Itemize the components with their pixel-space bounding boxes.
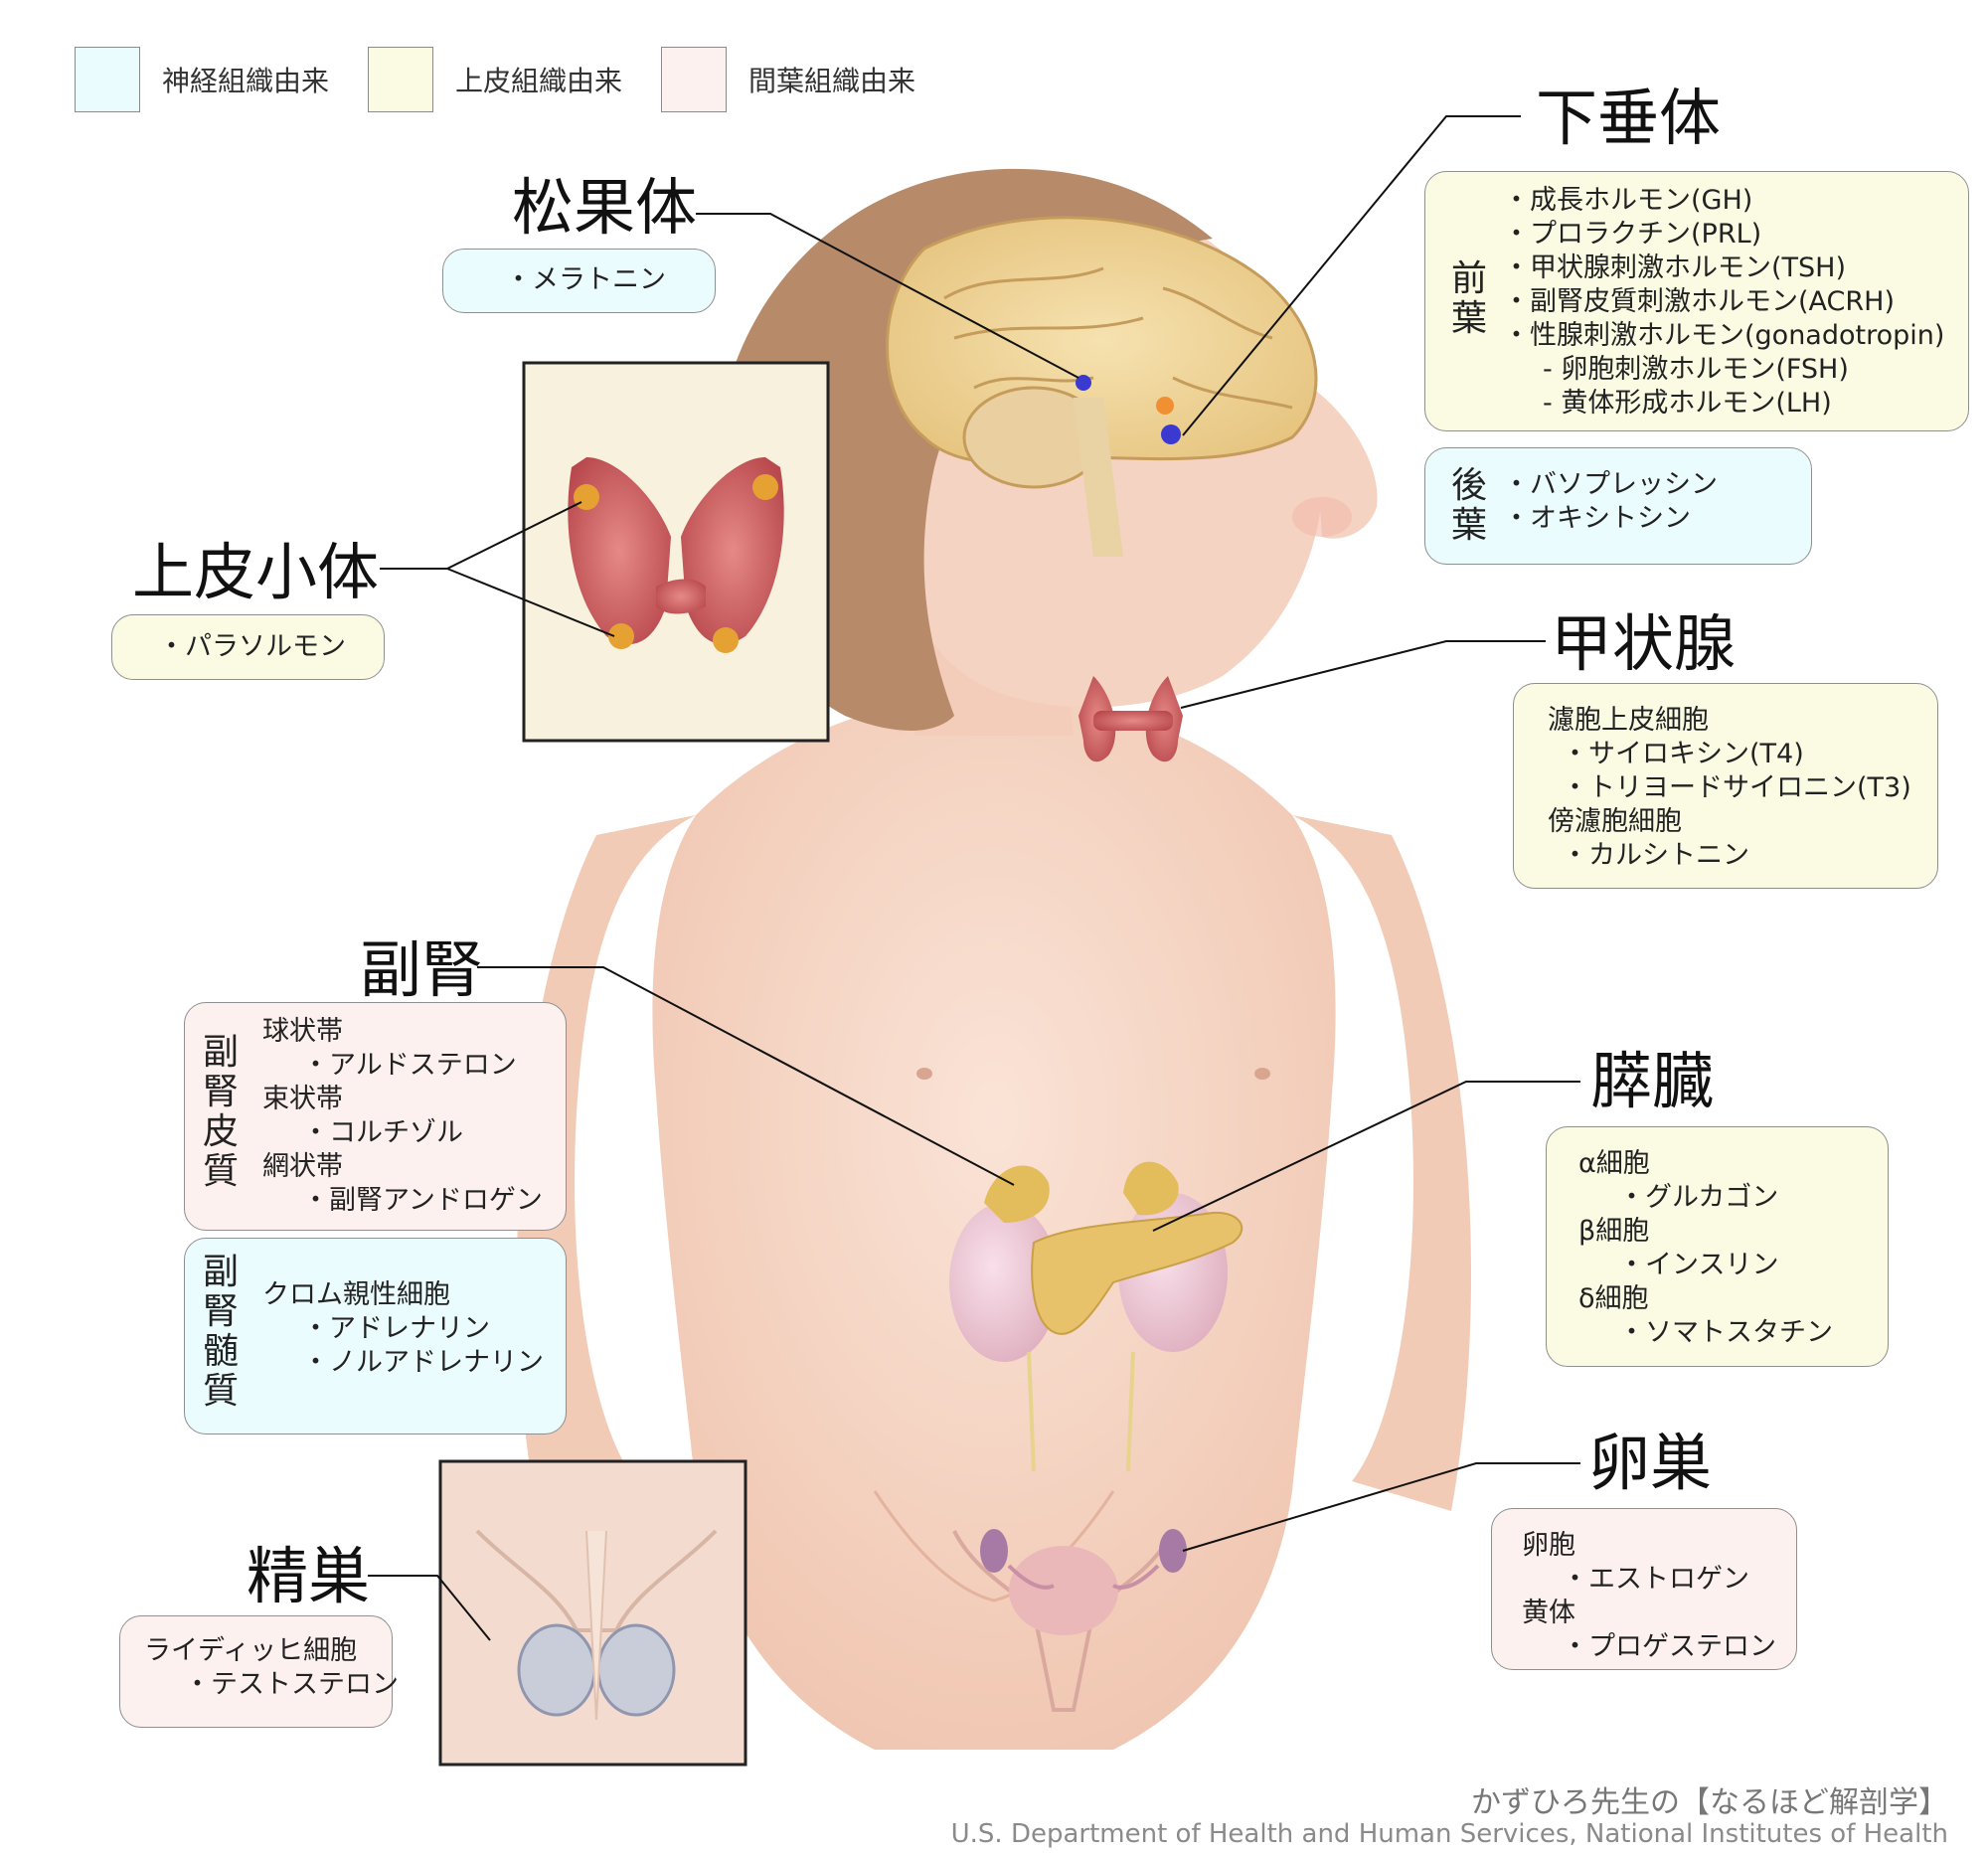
posterior-item: ・バソプレッシン <box>1503 469 1718 500</box>
legend-label-neural: 神経組織由来 <box>162 65 330 97</box>
thyroid-item: 傍濾胞細胞 <box>1548 806 1682 837</box>
pineal-box: ・メラトニン <box>442 249 716 313</box>
medulla-item: ・ノルアドレナリン <box>302 1347 544 1378</box>
legend-swatch-neural <box>75 47 140 112</box>
pineal-hormone: ・メラトニン <box>505 264 666 295</box>
pelvis-organs <box>952 1529 1187 1712</box>
thyroid-title: 甲状腺 <box>1551 607 1737 680</box>
anterior-item: ・プロラクチン(PRL) <box>1503 219 1762 250</box>
adrenal-title: 副腎 <box>360 933 484 1006</box>
pancreas-item: ・ソマトスタチン <box>1618 1317 1833 1348</box>
pituitary-posterior-box: ・バソプレッシン ・オキシトシン 後 葉 <box>1424 447 1812 565</box>
ovary-title: 卵巣 <box>1588 1427 1713 1499</box>
abdomen-organs <box>949 1161 1243 1472</box>
posterior-item: ・オキシトシン <box>1503 503 1691 534</box>
cortex-item: ・副腎アンドロゲン <box>302 1185 543 1216</box>
cortex-item: 球状帯 <box>262 1016 343 1047</box>
pituitary-title: 下垂体 <box>1536 82 1722 154</box>
testis-item: ・テストステロン <box>184 1669 399 1700</box>
legend-swatch-epithelial <box>368 47 433 112</box>
brain <box>886 216 1318 557</box>
parathyroid-box: ・パラソルモン <box>111 614 385 680</box>
pancreas-title: 膵臓 <box>1590 1045 1715 1117</box>
ovary-item: ・エストロゲン <box>1562 1564 1749 1595</box>
pancreas-item: β細胞 <box>1578 1216 1650 1247</box>
pancreas-item: α細胞 <box>1578 1148 1650 1179</box>
testis-inset <box>438 1459 747 1767</box>
ovary-box: 卵胞 ・エストロゲン 黄体 ・プロゲステロン <box>1491 1508 1797 1670</box>
cortex-item: 束状帯 <box>262 1084 343 1114</box>
testis-box: ライディッヒ細胞 ・テストステロン <box>119 1615 399 1728</box>
pancreas-box: α細胞 ・グルカゴン β細胞 ・インスリン δ細胞 ・ソマトスタチン <box>1546 1126 1889 1367</box>
pancreas-item: δ細胞 <box>1578 1283 1649 1314</box>
ovary-item: 黄体 <box>1522 1598 1575 1628</box>
cortex-item: ・コルチゾル <box>302 1117 463 1148</box>
legend-label-mesenchymal: 間葉組織由来 <box>748 65 916 97</box>
legend-swatch-mesenchymal <box>661 47 727 112</box>
pineal-title: 松果体 <box>512 171 698 244</box>
pancreas-item: ・グルカゴン <box>1618 1182 1779 1213</box>
source-credit: U.S. Department of Health and Human Serv… <box>950 1819 1948 1849</box>
testis-item: ライディッヒ細胞 <box>144 1635 358 1666</box>
thyroid-item: ・トリヨードサイロニン(T3) <box>1562 772 1911 803</box>
adrenal-medulla-box: クロム親性細胞 ・アドレナリン ・ノルアドレナリン 副 腎 髄 質 <box>184 1238 567 1434</box>
thyroid-small <box>1078 676 1183 762</box>
anterior-item: ・性腺刺激ホルモン(gonadotropin) <box>1503 320 1945 351</box>
pancreas-item: ・インスリン <box>1618 1250 1779 1280</box>
cortex-item: ・アルドステロン <box>302 1050 517 1081</box>
ovary-item: 卵胞 <box>1522 1530 1575 1561</box>
legend-label-epithelial: 上皮組織由来 <box>455 65 623 97</box>
legend-epithelial: 上皮組織由来 <box>368 46 622 113</box>
anterior-item: ・成長ホルモン(GH) <box>1503 185 1753 216</box>
parathyroid-hormone: ・パラソルモン <box>158 631 346 662</box>
author-credit: かずひろ先生の【なるほど解剖学】 <box>1471 1785 1948 1820</box>
thyroid-item: ・カルシトニン <box>1562 840 1749 871</box>
anterior-item: ・甲状腺刺激ホルモン(TSH) <box>1503 253 1847 283</box>
thyroid-item: ・サイロキシン(T4) <box>1562 739 1804 769</box>
thyroid-box: 濾胞上皮細胞 ・サイロキシン(T4) ・トリヨードサイロニン(T3) 傍濾胞細胞… <box>1513 683 1938 889</box>
testis-title: 精巣 <box>247 1540 371 1612</box>
thyroid-item: 濾胞上皮細胞 <box>1548 705 1709 736</box>
pituitary-anterior-box: ・成長ホルモン(GH) ・プロラクチン(PRL) ・甲状腺刺激ホルモン(TSH)… <box>1424 171 1969 431</box>
parathyroid-title: 上皮小体 <box>132 536 380 608</box>
adrenal-cortex-box: 球状帯 ・アルドステロン 束状帯 ・コルチゾル 網状帯 ・副腎アンドロゲン 副 … <box>184 1002 567 1231</box>
posterior-lobe-label: 後 葉 <box>1450 465 1487 546</box>
adrenal-cortex-label: 副 腎 皮 質 <box>202 1032 239 1192</box>
medulla-item: クロム親性細胞 <box>262 1279 450 1310</box>
adrenal-medulla-label: 副 腎 髄 質 <box>202 1252 239 1412</box>
legend-neural: 神経組織由来 <box>75 46 329 113</box>
anterior-item: ・副腎皮質刺激ホルモン(ACRH) <box>1503 286 1895 317</box>
leader-lines <box>368 115 1580 1641</box>
cortex-item: 網状帯 <box>262 1151 343 1182</box>
anterior-item: - 黄体形成ホルモン(LH) <box>1543 388 1832 419</box>
anterior-item: - 卵胞刺激ホルモン(FSH) <box>1543 354 1849 385</box>
legend-mesenchymal: 間葉組織由来 <box>661 46 915 113</box>
medulla-item: ・アドレナリン <box>302 1313 490 1344</box>
parathyroid-inset <box>522 361 830 743</box>
anterior-lobe-label: 前 葉 <box>1450 258 1487 339</box>
ovary-item: ・プロゲステロン <box>1562 1631 1776 1662</box>
